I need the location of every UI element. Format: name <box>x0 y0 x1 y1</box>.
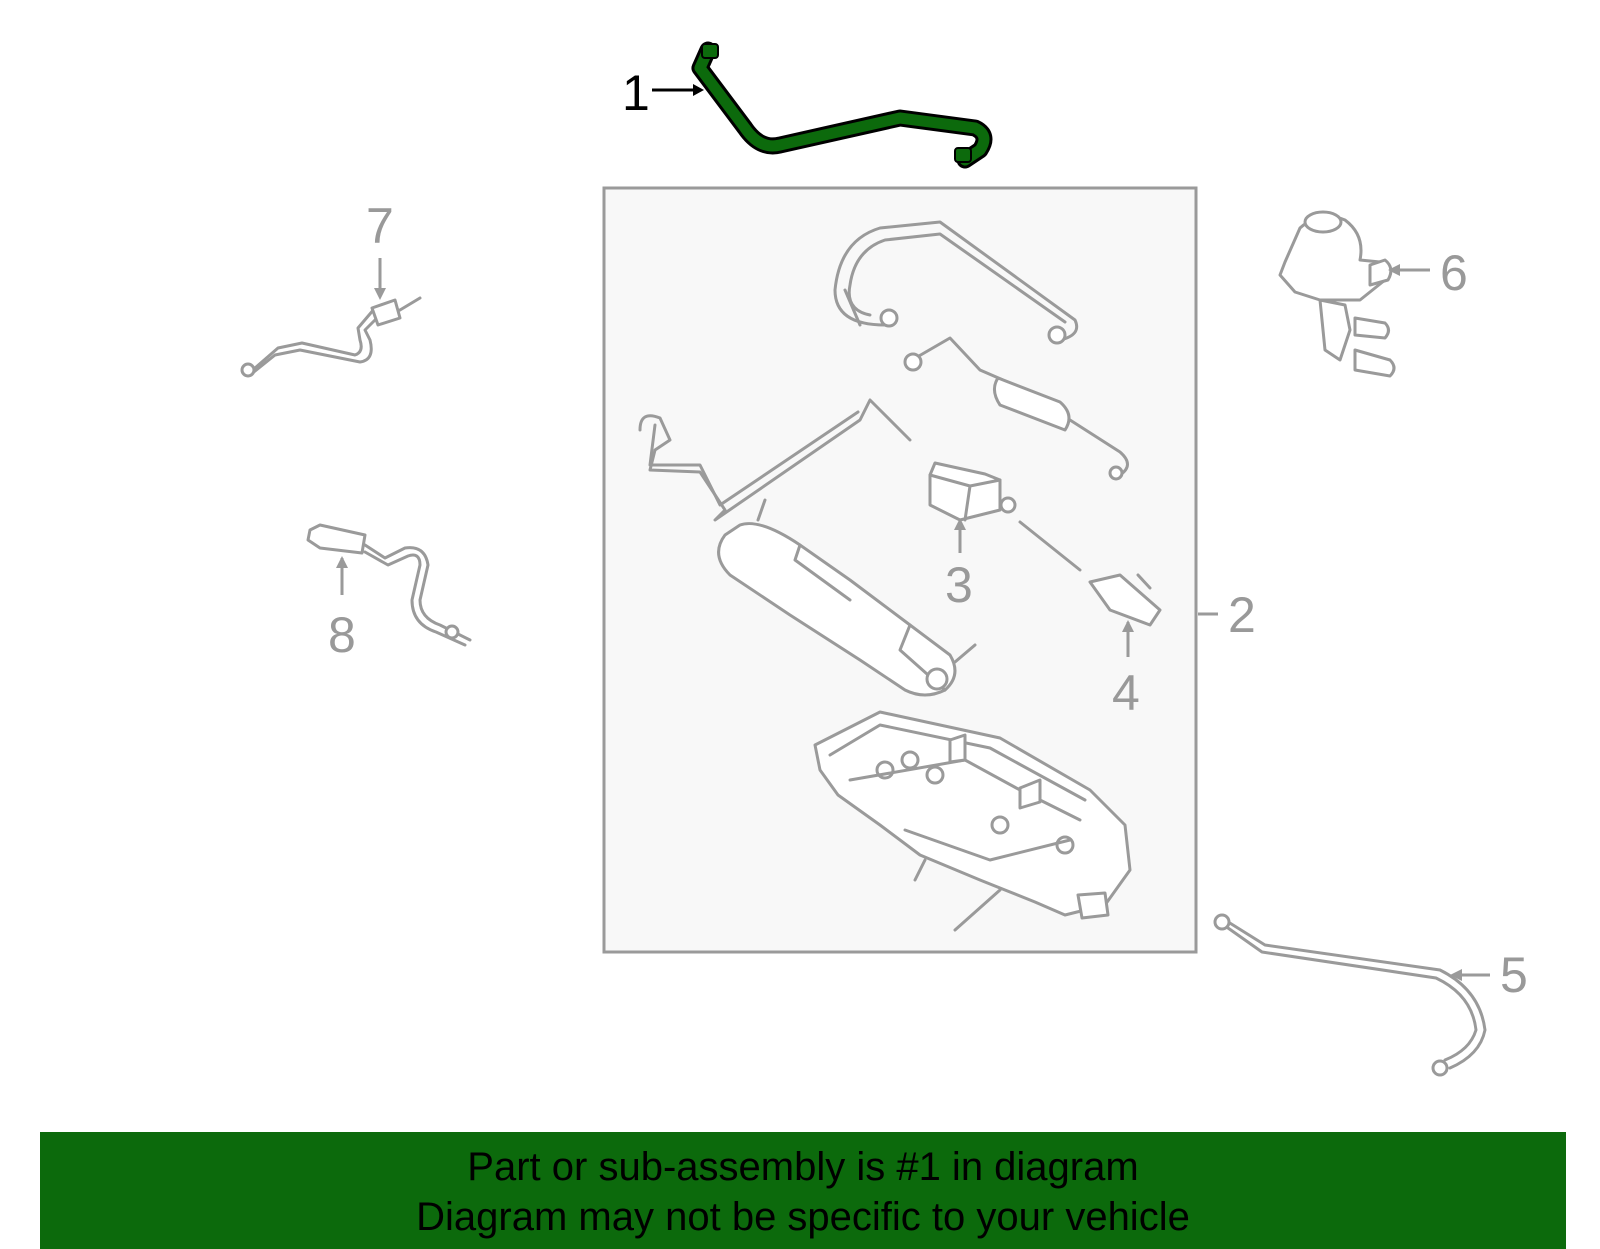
vapor-tube-long <box>638 398 912 522</box>
banner-line-2: Diagram may not be specific to your vehi… <box>416 1195 1190 1239</box>
svg-text:1: 1 <box>622 65 650 121</box>
canister-bracket <box>813 710 1132 932</box>
svg-text:7: 7 <box>366 198 394 254</box>
svg-text:2: 2 <box>1228 587 1256 643</box>
info-banner: Part or sub-assembly is #1 in diagram Di… <box>40 1132 1566 1249</box>
part-8-sensor[interactable] <box>306 523 472 647</box>
callout-4: 4 <box>1112 620 1140 721</box>
svg-text:3: 3 <box>945 557 973 613</box>
svg-text:4: 4 <box>1112 665 1140 721</box>
callout-7: 7 <box>366 198 394 300</box>
callout-3: 3 <box>945 518 973 613</box>
svg-text:8: 8 <box>328 607 356 663</box>
callout-2: 2 <box>1198 587 1256 643</box>
svg-text:5: 5 <box>1500 947 1528 1003</box>
part-6-purge-valve[interactable] <box>1278 210 1396 378</box>
part-4-sensor[interactable] <box>1018 520 1162 627</box>
part-5-tube[interactable] <box>1213 913 1487 1077</box>
vapor-hose-with-filter <box>903 336 1129 481</box>
callout-5: 5 <box>1450 947 1528 1003</box>
part-1-hose-highlighted[interactable] <box>691 41 993 169</box>
callout-8: 8 <box>328 556 356 663</box>
banner-line-1: Part or sub-assembly is #1 in diagram <box>467 1145 1139 1189</box>
callout-1: 1 <box>622 65 704 121</box>
part-3-vent-valve[interactable] <box>928 461 1017 522</box>
svg-text:6: 6 <box>1440 245 1468 301</box>
callout-6: 6 <box>1388 245 1468 301</box>
part-7-sensor[interactable] <box>240 296 422 378</box>
evap-canister <box>717 498 977 697</box>
vapor-hose-upper <box>833 220 1079 345</box>
